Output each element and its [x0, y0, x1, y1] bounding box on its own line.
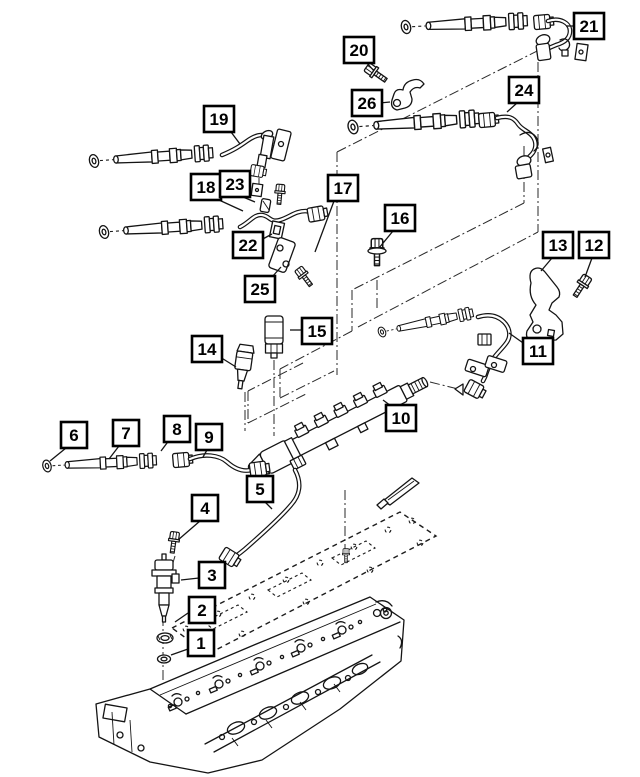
svg-text:22: 22	[239, 236, 258, 255]
line-clamp-hardware	[250, 182, 287, 240]
svg-text:4: 4	[200, 499, 210, 518]
cylinder-head	[95, 596, 405, 774]
callout-22[interactable]: 22	[231, 230, 265, 260]
fuel-line-17	[237, 204, 330, 230]
callout-23[interactable]: 23	[218, 169, 252, 199]
bolt-16	[367, 237, 387, 267]
fuel-line-24	[477, 111, 555, 180]
callout-2[interactable]: 2	[187, 595, 217, 625]
svg-text:14: 14	[198, 340, 217, 359]
injector-tube-row-6	[40, 452, 158, 475]
svg-text:24: 24	[515, 81, 534, 100]
bracket-13	[525, 267, 564, 342]
svg-text:21: 21	[580, 17, 599, 36]
fuel-line-21	[532, 13, 589, 62]
callout-15[interactable]: 15	[300, 316, 334, 346]
fuel-rail	[247, 376, 429, 477]
svg-text:12: 12	[585, 236, 604, 255]
svg-text:15: 15	[308, 322, 327, 341]
callout-14[interactable]: 14	[190, 334, 224, 364]
callout-9[interactable]: 9	[194, 422, 224, 452]
svg-text:2: 2	[197, 601, 206, 620]
callout-21[interactable]: 21	[572, 11, 606, 41]
fuel-injector-3	[151, 553, 180, 623]
callout-11[interactable]: 11	[521, 336, 555, 366]
svg-text:3: 3	[207, 566, 216, 585]
callout-6[interactable]: 6	[59, 420, 89, 450]
injector-tube-row-3	[97, 215, 224, 242]
callout-7[interactable]: 7	[111, 418, 141, 448]
callout-5[interactable]: 5	[245, 474, 275, 504]
svg-text:19: 19	[210, 110, 229, 129]
callout-3[interactable]: 3	[197, 560, 227, 590]
callout-13[interactable]: 13	[541, 230, 575, 260]
callout-4[interactable]: 4	[190, 493, 220, 523]
sensor-15	[264, 315, 284, 359]
callout-20[interactable]: 20	[342, 35, 376, 65]
svg-text:16: 16	[391, 209, 410, 228]
svg-text:1: 1	[196, 634, 205, 653]
injector-seal-washers-1	[156, 632, 174, 664]
callout-25[interactable]: 25	[243, 274, 277, 304]
direction-arrow-wedge	[376, 477, 420, 510]
callout-19[interactable]: 19	[202, 104, 236, 134]
bolt-12	[569, 272, 594, 301]
callout-1[interactable]: 1	[186, 628, 216, 658]
gasket-locator-bolt	[342, 548, 350, 564]
fuel-line-11	[454, 313, 512, 402]
callout-18[interactable]: 18	[189, 172, 223, 202]
bolt-4	[166, 530, 182, 555]
bracket-26	[390, 78, 425, 111]
callout-24[interactable]: 24	[507, 75, 541, 105]
injector-tube-row-1	[399, 11, 529, 37]
fuel-line-5	[217, 467, 302, 570]
fuel-line-9	[171, 451, 272, 478]
svg-text:26: 26	[358, 94, 377, 113]
svg-text:18: 18	[197, 178, 216, 197]
callout-16[interactable]: 16	[383, 203, 417, 233]
svg-text:20: 20	[350, 41, 369, 60]
svg-text:13: 13	[549, 236, 568, 255]
bracket-25	[268, 237, 316, 290]
callout-12[interactable]: 12	[577, 230, 611, 260]
svg-text:11: 11	[529, 342, 547, 361]
svg-text:23: 23	[226, 175, 245, 194]
svg-text:7: 7	[121, 424, 130, 443]
svg-text:8: 8	[172, 420, 181, 439]
svg-text:9: 9	[204, 428, 213, 447]
fuel-line-19	[219, 128, 292, 179]
callouts: 1 2 3 4 5 6 7 8 9 10 11 12 13 14 15 16 1…	[59, 11, 611, 658]
callout-10[interactable]: 10	[384, 403, 418, 433]
svg-text:17: 17	[334, 179, 353, 198]
bolt-20	[362, 61, 390, 86]
svg-text:6: 6	[69, 426, 78, 445]
svg-text:25: 25	[251, 280, 270, 299]
callout-17[interactable]: 17	[326, 173, 360, 203]
injector-tube-row-2	[87, 144, 214, 171]
svg-text:5: 5	[255, 480, 264, 499]
callout-26[interactable]: 26	[350, 88, 384, 118]
injector-tube-row-5	[375, 306, 475, 340]
svg-text:10: 10	[392, 409, 411, 428]
sensor-14	[234, 343, 255, 390]
callout-8[interactable]: 8	[162, 414, 192, 444]
